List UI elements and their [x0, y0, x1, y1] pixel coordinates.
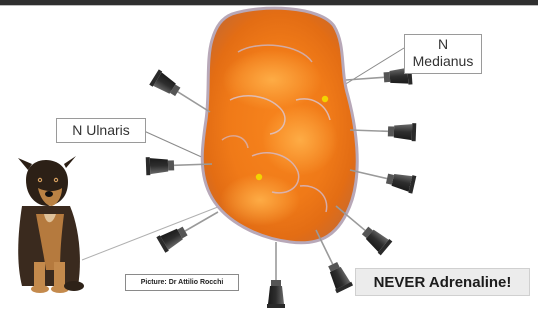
median-nerve-label: N Medianus: [404, 34, 482, 74]
picture-credit: Picture: Dr Attilio Rocchi: [125, 274, 239, 291]
wrist-cross-section: [202, 8, 357, 243]
median-label-line2: Medianus: [405, 53, 481, 70]
needle-bottom: [267, 242, 285, 308]
needle-right-upper: [350, 121, 417, 141]
ulnar-nerve-label: N Ulnaris: [56, 118, 146, 143]
needle-top-left: [149, 69, 215, 119]
median-nerve-dot: [322, 96, 328, 102]
dog-illustration: [18, 156, 84, 293]
needle-left-lower: [156, 204, 222, 253]
ulnar-nerve-dot: [256, 174, 262, 180]
warning-banner: NEVER Adrenaline!: [355, 268, 530, 296]
median-label-line1: N: [405, 36, 481, 53]
